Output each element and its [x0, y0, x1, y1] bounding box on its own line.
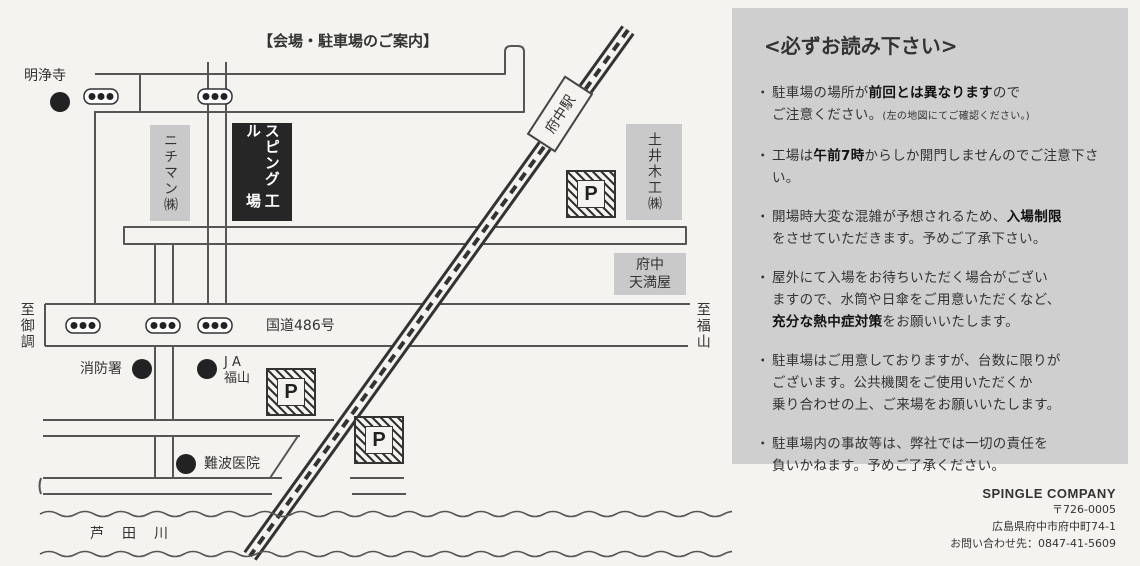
company-postal: 〒726-0005 — [1052, 503, 1116, 516]
ja-line1: J A — [224, 355, 241, 370]
notice-text: をお願いいたします。 — [882, 314, 1020, 330]
notice-text: ので — [992, 85, 1021, 101]
notice-item: 駐車場内の事故等は、弊社では一切の責任を 負いかねます。予めご了承ください。 — [756, 433, 1120, 477]
notice-text: をさせていただきます。予めご了承下さい。 — [772, 231, 1047, 247]
notice-item: 屋外にて入場をお待ちいただく場合がござい ますので、水筒や日傘をご用意いただくな… — [756, 267, 1120, 333]
parking-icon: P — [266, 368, 316, 416]
access-map: 【会場・駐車場のご案内】 明浄寺 ニチマン㈱ スピングル 工場 府中駅 土井木工… — [18, 25, 732, 561]
tenmaya-line1: 府中 — [636, 256, 664, 273]
company-name: SPINGLE COMPANY — [982, 486, 1116, 501]
notice-list: 駐車場の場所が前回とは異なりますので ご注意ください。(左の地図にてご確認くださ… — [756, 82, 1120, 494]
notice-title: <必ずお読み下さい> — [764, 34, 958, 58]
parking-mark: P — [577, 180, 605, 208]
notice-text: からしか開門しませんのでご注意下さい。 — [772, 148, 1099, 186]
notice-item: 開場時大変な混雑が予想されるため、入場制限 をさせていただきます。予めご了承下さ… — [756, 206, 1120, 250]
notice-item: 工場は午前7時からしか開門しませんのでご注意下さい。 — [756, 145, 1120, 189]
notice-emphasis: 午前7時 — [813, 148, 865, 164]
notice-text: 屋外にて入場をお待ちいただく場合がござい — [772, 270, 1048, 286]
roads — [38, 45, 690, 495]
company-address: 広島県府中市府中町74-1 — [992, 520, 1116, 533]
notice-emphasis: 充分な熱中症対策 — [772, 314, 883, 330]
label-fire-station: 消防署 — [80, 361, 122, 377]
traffic-light-icon — [145, 317, 181, 334]
notice-panel: <必ずお読み下さい> 駐車場の場所が前回とは異なりますので ご注意ください。(左… — [732, 8, 1128, 474]
notice-text: 乗り合わせの上、ご来場をお願いいたします。 — [772, 397, 1061, 413]
label-to-miyuki: 至御調 — [18, 302, 35, 350]
notice-text: 駐車場の場所が — [772, 85, 869, 101]
building-spingle-factory: スピングル 工場 — [232, 123, 292, 221]
notice-note: (左の地図にてご確認ください。) — [882, 111, 1031, 122]
label-route-486: 国道486号 — [266, 318, 335, 334]
location-dot-icon — [197, 359, 217, 379]
label-ja-fukuyama: J A 福山 — [224, 355, 250, 387]
traffic-light-icon — [65, 317, 101, 334]
map-title: 【会場・駐車場のご案内】 — [258, 32, 439, 50]
notice-text: ご注意ください。 — [772, 107, 883, 123]
notice-text: ございます。公共機関をご使用いただくか — [772, 375, 1033, 391]
tenmaya-line2: 天満屋 — [629, 275, 671, 291]
notice-emphasis: 前回とは異なります — [868, 85, 993, 101]
parking-icon: P — [354, 416, 404, 464]
company-info: SPINGLE COMPANY 〒726-0005 広島県府中市府中町74-1 … — [950, 486, 1116, 552]
notice-item: 駐車場はご用意しておりますが、台数に限りが ございます。公共機関をご使用いただく… — [756, 350, 1120, 416]
notice-emphasis: 入場制限 — [1006, 209, 1062, 225]
label-river: 芦 田 川 — [90, 526, 170, 542]
label-to-fukuyama: 至福山 — [694, 302, 711, 350]
factory-label-line2: 工場 — [244, 193, 281, 209]
ja-line2: 福山 — [224, 371, 251, 386]
notice-text: 工場は — [772, 148, 814, 164]
label-hospital: 難波医院 — [204, 456, 260, 472]
building-tenmaya: 府中 天満屋 — [614, 253, 686, 295]
location-dot-icon — [50, 92, 70, 112]
notice-text: 負いかねます。予めご了承ください。 — [772, 458, 1006, 474]
factory-label-line1: スピングル — [244, 123, 281, 187]
parking-icon: P — [566, 170, 616, 218]
notice-text: 開場時大変な混雑が予想されるため、 — [772, 209, 1007, 225]
label-myojoji: 明浄寺 — [24, 68, 66, 84]
building-tsuchii: 土井木工㈱ — [626, 124, 682, 220]
traffic-light-icon — [83, 88, 119, 105]
parking-mark: P — [365, 426, 393, 454]
notice-item: 駐車場の場所が前回とは異なりますので ご注意ください。(左の地図にてご確認くださ… — [756, 82, 1120, 128]
notice-text: 駐車場はご用意しておりますが、台数に限りが — [772, 353, 1061, 369]
notice-text: 駐車場内の事故等は、弊社では一切の責任を — [772, 436, 1048, 452]
company-contact: お問い合わせ先：0847-41-5609 — [950, 537, 1116, 550]
parking-mark: P — [277, 378, 305, 406]
building-nichiman: ニチマン㈱ — [150, 125, 190, 221]
traffic-lights — [65, 88, 233, 334]
river-wave-icon — [39, 510, 732, 558]
location-dot-icon — [132, 359, 152, 379]
notice-text: ますので、水筒や日傘をご用意いただくなど、 — [772, 292, 1061, 308]
traffic-light-icon — [197, 317, 233, 334]
traffic-light-icon — [197, 88, 233, 105]
location-dot-icon — [176, 454, 196, 474]
